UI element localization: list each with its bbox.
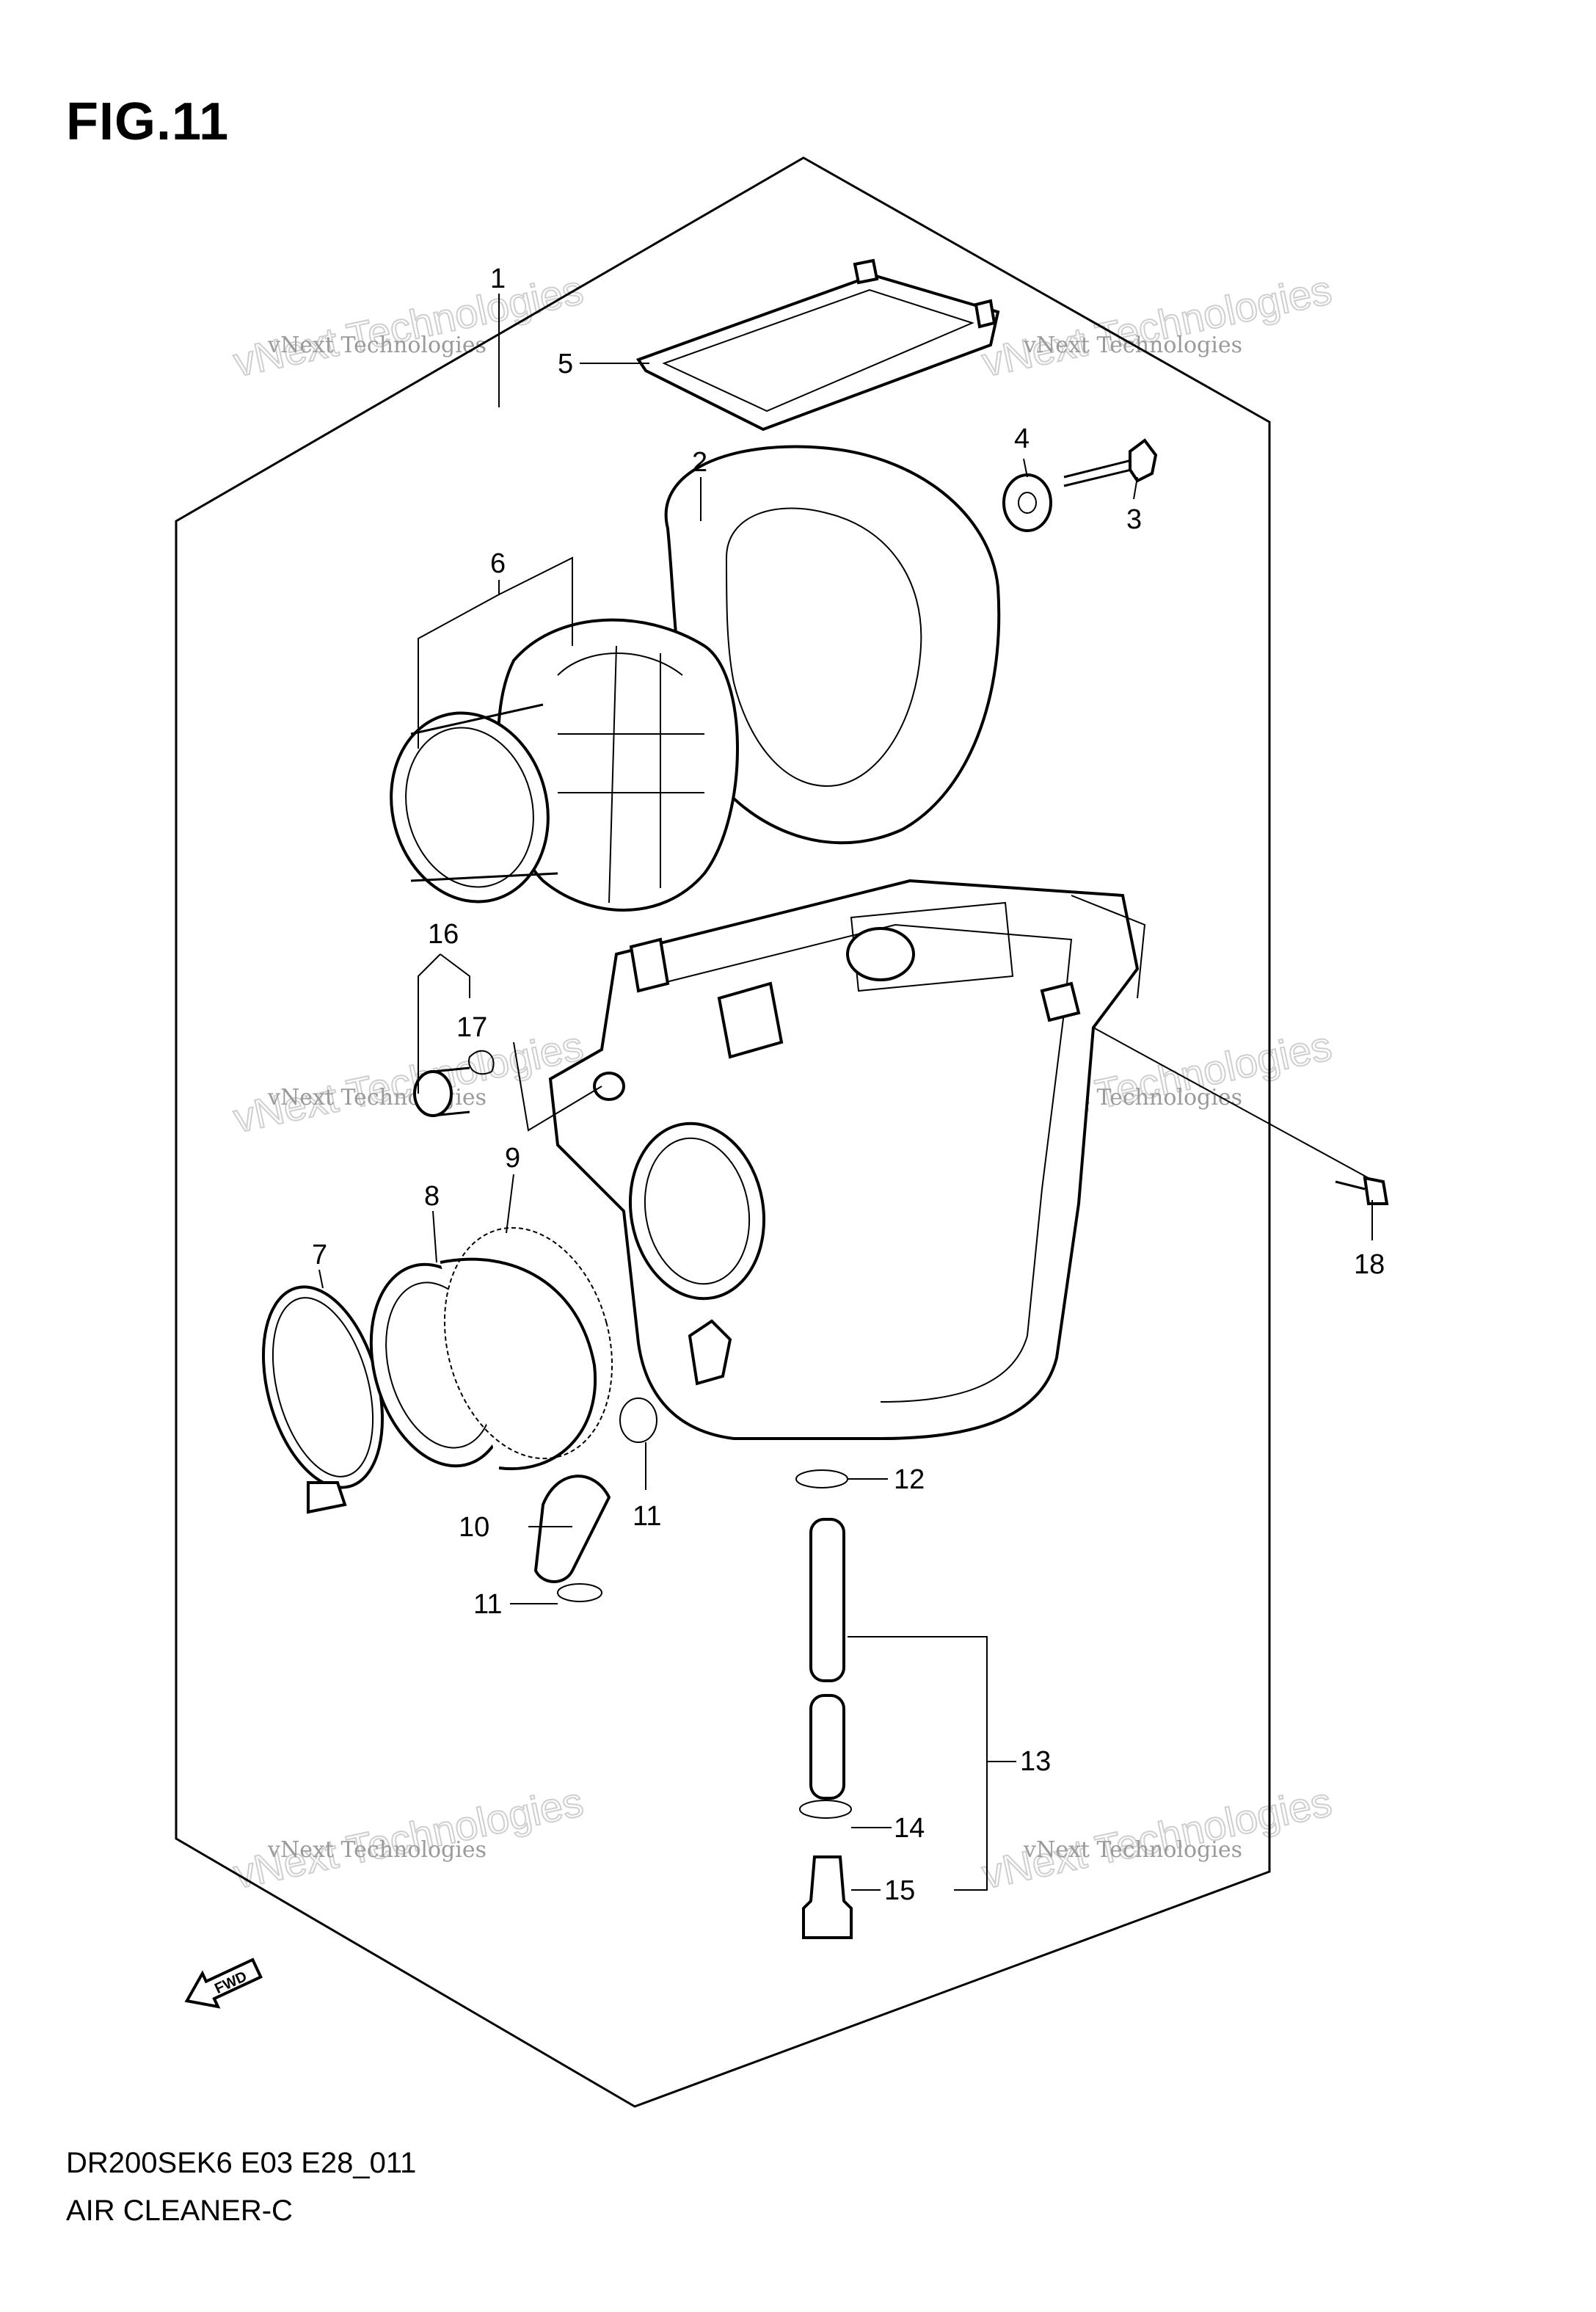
part-15-drain-plug: [802, 1855, 853, 1939]
callout-17: 17: [456, 1012, 487, 1043]
leader-lines: [318, 294, 1373, 1891]
callout-13: 13: [1020, 1746, 1051, 1777]
part-11-clip-lower: [557, 1583, 602, 1602]
callout-4: 4: [1014, 423, 1030, 454]
callout-11-lower: 11: [473, 1589, 502, 1620]
watermark-small: vNext Technologies: [267, 1085, 487, 1110]
callout-12: 12: [894, 1464, 925, 1495]
part-3-screw: [1063, 438, 1158, 487]
part-8-intake-boot: [369, 1257, 597, 1471]
watermark-big: vNext Technologies: [230, 1022, 587, 1141]
part-12-clamp: [795, 1469, 848, 1488]
watermark-small: vNext Technologies: [1023, 1837, 1242, 1863]
air-cleaner-case: [548, 879, 1146, 1440]
callout-5: 5: [558, 349, 573, 379]
part-5-cover-gasket: [635, 258, 1000, 432]
callout-3: 3: [1126, 504, 1142, 535]
callout-6: 6: [490, 548, 506, 579]
part-2-foam-element: [664, 445, 1001, 845]
callout-11: 11: [633, 1501, 661, 1532]
callout-10: 10: [459, 1512, 489, 1543]
callout-7: 7: [312, 1240, 327, 1270]
part-16-drain-cap: [413, 1066, 470, 1117]
part-9-o-ring: [443, 1226, 613, 1460]
figure-title: FIG.11: [66, 92, 230, 151]
callout-2: 2: [692, 447, 707, 478]
watermark-big: vNext Technologies: [230, 266, 587, 385]
callout-18: 18: [1354, 1249, 1385, 1280]
callout-15: 15: [884, 1875, 915, 1906]
callout-8: 8: [424, 1181, 440, 1212]
part-18-bolt: [1335, 1176, 1389, 1205]
part-14-clamp: [799, 1800, 852, 1819]
watermark-small: vNext Technologies: [267, 1837, 487, 1863]
watermark-big: vNext Technologies: [978, 266, 1336, 385]
callout-1: 1: [490, 263, 506, 294]
callout-labels: 1 2 3 4 5 6 7 8 9 10 11 11 12 13 14 15 1…: [312, 263, 1385, 1906]
part-10-breather-hose: [533, 1475, 611, 1583]
callout-14: 14: [894, 1813, 925, 1844]
callout-16: 16: [428, 919, 459, 950]
part-17-clip: [468, 1050, 495, 1075]
fwd-arrow-icon: FWD: [184, 1957, 263, 2009]
part-13-drain-hose: [809, 1518, 845, 1800]
assembly-frame: [175, 156, 1271, 2108]
callout-9: 9: [505, 1143, 520, 1174]
diagram-name: AIR CLEANER-C: [66, 2195, 293, 2227]
part-4-washer: [1002, 473, 1052, 532]
model-code: DR200SEK6 E03 E28_011: [66, 2147, 417, 2179]
watermark-small: vNext Technologies: [267, 332, 487, 358]
part-11-clip: [619, 1397, 657, 1443]
part-6-filter-cage: [390, 618, 739, 912]
